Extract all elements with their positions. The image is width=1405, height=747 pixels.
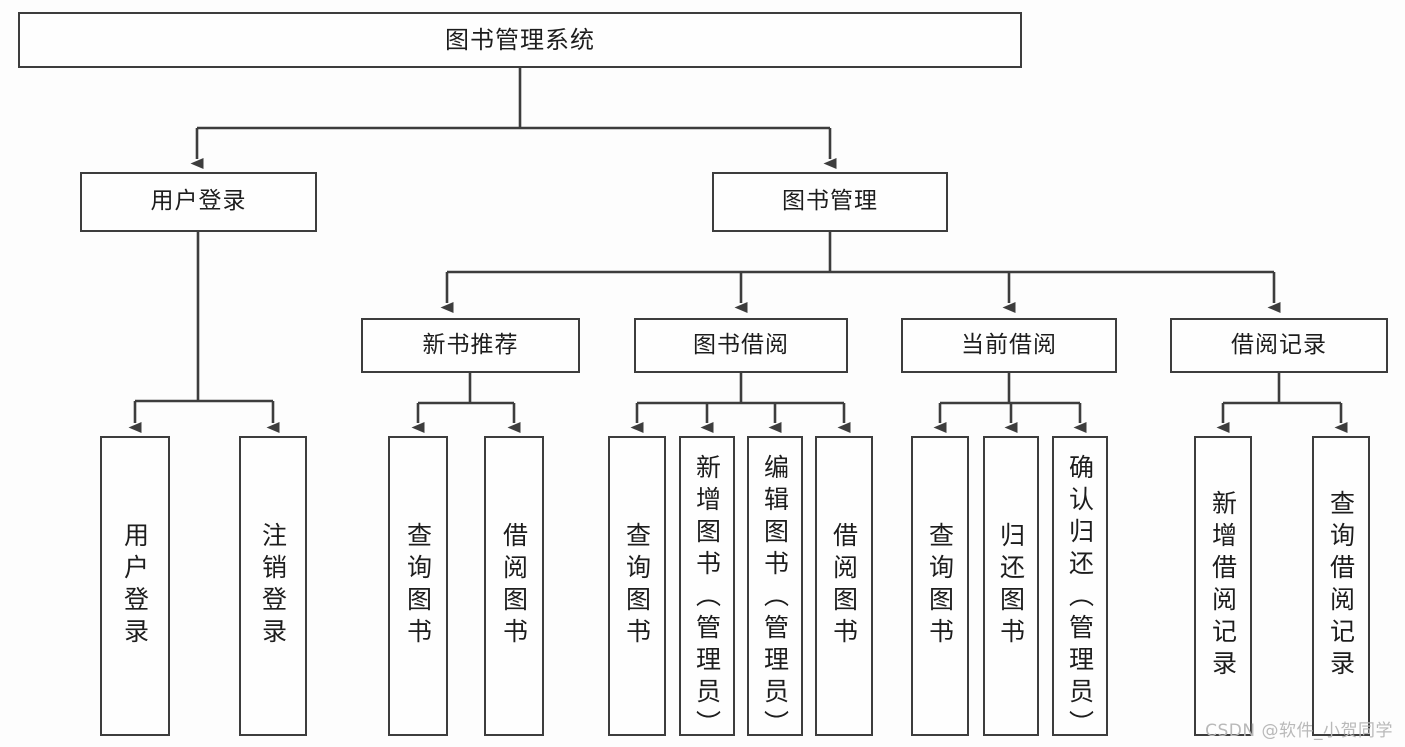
leaf-logout[interactable]: 注销登录 [239, 436, 307, 736]
node-label: 查询图书 [403, 522, 433, 650]
node-label: 借阅图书 [499, 522, 529, 650]
node-label: 图书管理系统 [445, 25, 595, 54]
leaf-query-book-borrow[interactable]: 查询图书 [608, 436, 666, 736]
node-label: 当前借阅 [961, 331, 1057, 358]
node-borrowing-record[interactable]: 借阅记录 [1170, 318, 1388, 373]
node-label: 注销登录 [258, 522, 288, 650]
node-label: 新增借阅记录 [1208, 490, 1238, 682]
node-label: 用户登录 [150, 188, 247, 215]
leaf-user-login[interactable]: 用户登录 [100, 436, 170, 736]
csdn-watermark: CSDN @软件_小贺同学 [1205, 721, 1393, 741]
leaf-borrow-book[interactable]: 借阅图书 [815, 436, 873, 736]
node-user-login[interactable]: 用户登录 [80, 172, 317, 232]
node-label: 用户登录 [120, 522, 150, 650]
node-label: 查询借阅记录 [1326, 490, 1356, 682]
node-label: 借阅图书 [829, 522, 859, 650]
node-label: 新增图书（管理员） [692, 454, 722, 742]
node-label: 归还图书 [996, 522, 1026, 650]
node-label: 确认归还（管理员） [1065, 454, 1095, 742]
node-root-book-management-system[interactable]: 图书管理系统 [18, 12, 1022, 68]
node-label: 图书管理 [782, 188, 878, 215]
leaf-edit-book-admin[interactable]: 编辑图书（管理员） [747, 436, 803, 742]
leaf-add-borrow-record[interactable]: 新增借阅记录 [1194, 436, 1252, 736]
node-label: 查询图书 [622, 522, 652, 650]
leaf-confirm-return-admin[interactable]: 确认归还（管理员） [1052, 436, 1108, 742]
node-label: 编辑图书（管理员） [760, 454, 790, 742]
leaf-borrow-book-recommend[interactable]: 借阅图书 [484, 436, 544, 736]
node-label: 查询图书 [925, 522, 955, 650]
node-label: 借阅记录 [1231, 331, 1327, 358]
leaf-query-book-recommend[interactable]: 查询图书 [388, 436, 448, 736]
node-label: 图书借阅 [693, 331, 789, 358]
leaf-query-borrow-record[interactable]: 查询借阅记录 [1312, 436, 1370, 736]
node-label: 新书推荐 [422, 331, 519, 358]
leaf-return-book[interactable]: 归还图书 [983, 436, 1039, 736]
node-book-management[interactable]: 图书管理 [712, 172, 948, 232]
leaf-query-book-current[interactable]: 查询图书 [911, 436, 969, 736]
leaf-add-book-admin[interactable]: 新增图书（管理员） [679, 436, 735, 742]
node-new-book-recommendation[interactable]: 新书推荐 [361, 318, 580, 373]
node-current-borrowing[interactable]: 当前借阅 [901, 318, 1117, 373]
node-book-borrowing[interactable]: 图书借阅 [634, 318, 848, 373]
